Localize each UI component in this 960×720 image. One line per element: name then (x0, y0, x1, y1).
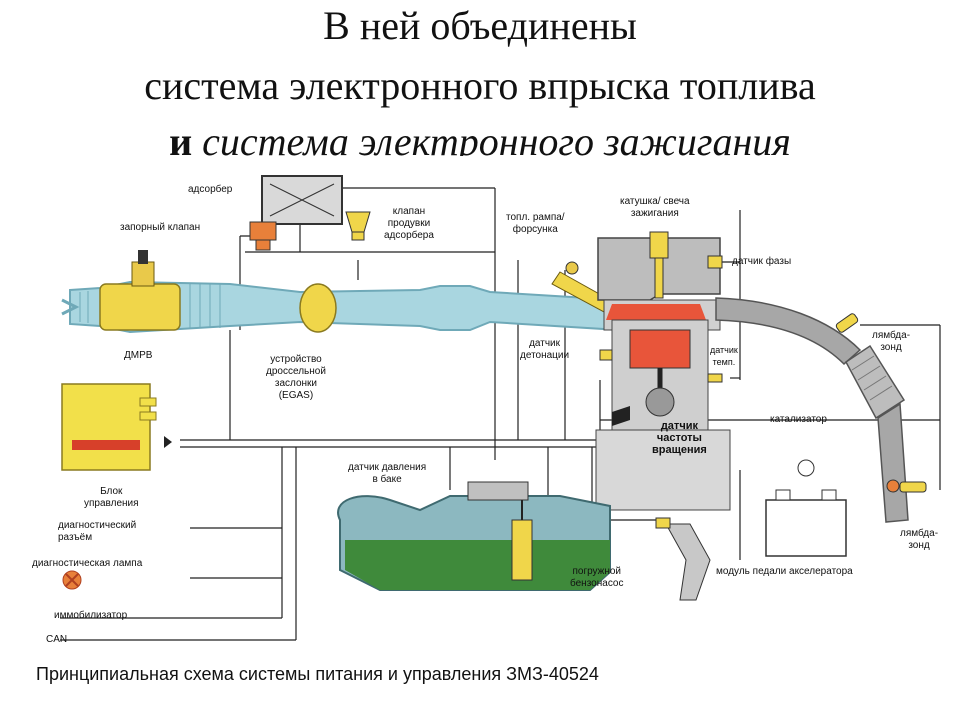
label-diag-connector: диагностический разъём (58, 520, 137, 543)
diag-lamp-icon (62, 570, 82, 590)
label-maf: ДМРВ (124, 350, 153, 361)
adsorber (249, 175, 371, 251)
heading-line-2: система электронного впрыска топлива (144, 63, 816, 108)
battery (765, 459, 847, 557)
label-lambda-2: лямбда- зонд (900, 528, 939, 551)
label-can: CAN (46, 634, 68, 645)
label-lambda-1: лямбда- зонд (872, 330, 911, 353)
label-temp-sensor: датчик темп. (710, 345, 738, 367)
pedal-module (655, 517, 711, 601)
ecu (61, 383, 172, 471)
label-pedal-module: модуль педали акселератора (716, 566, 853, 577)
label-adsorber: адсорбер (188, 184, 233, 195)
label-diag-lamp: диагностическая лампа (32, 558, 143, 569)
engine (595, 231, 731, 511)
label-fuel-rail: топл. рампа/ форсунка (506, 212, 565, 235)
fuel-rail-injector (551, 261, 611, 313)
label-purge-valve: клапан продувки адсорбера (384, 206, 434, 241)
fuel-tank (337, 481, 611, 591)
label-throttle: устройство дроссельной заслонки (EGAS) (266, 354, 326, 401)
intake-duct (61, 250, 621, 334)
label-fuel-pump: погружной бензонасос (570, 566, 624, 589)
label-coil-plug: катушка/ свеча зажигания (620, 196, 690, 219)
label-immobilizer: иммобилизатор (54, 610, 128, 621)
label-crank-sensor: датчик частоты вращения (652, 420, 707, 456)
heading-line-3-rest: система электронного зажигания (202, 122, 791, 156)
label-tank-pressure: датчик давления в баке (348, 462, 427, 485)
label-catalyst: катализатор (770, 414, 827, 425)
label-ecu: Блок управления (84, 486, 139, 509)
heading-line-3-prefix: и (169, 122, 193, 156)
heading-line-3: и система электронного зажигания (0, 122, 960, 156)
heading-line-1: В ней объединены (323, 3, 637, 48)
label-shutoff-valve: запорный клапан (120, 222, 201, 233)
label-knock-sensor: датчик детонации (520, 338, 570, 361)
exhaust (715, 297, 927, 523)
label-phase-sensor: датчик фазы (732, 256, 792, 267)
caption: Принципиальная схема системы питания и у… (36, 664, 599, 684)
